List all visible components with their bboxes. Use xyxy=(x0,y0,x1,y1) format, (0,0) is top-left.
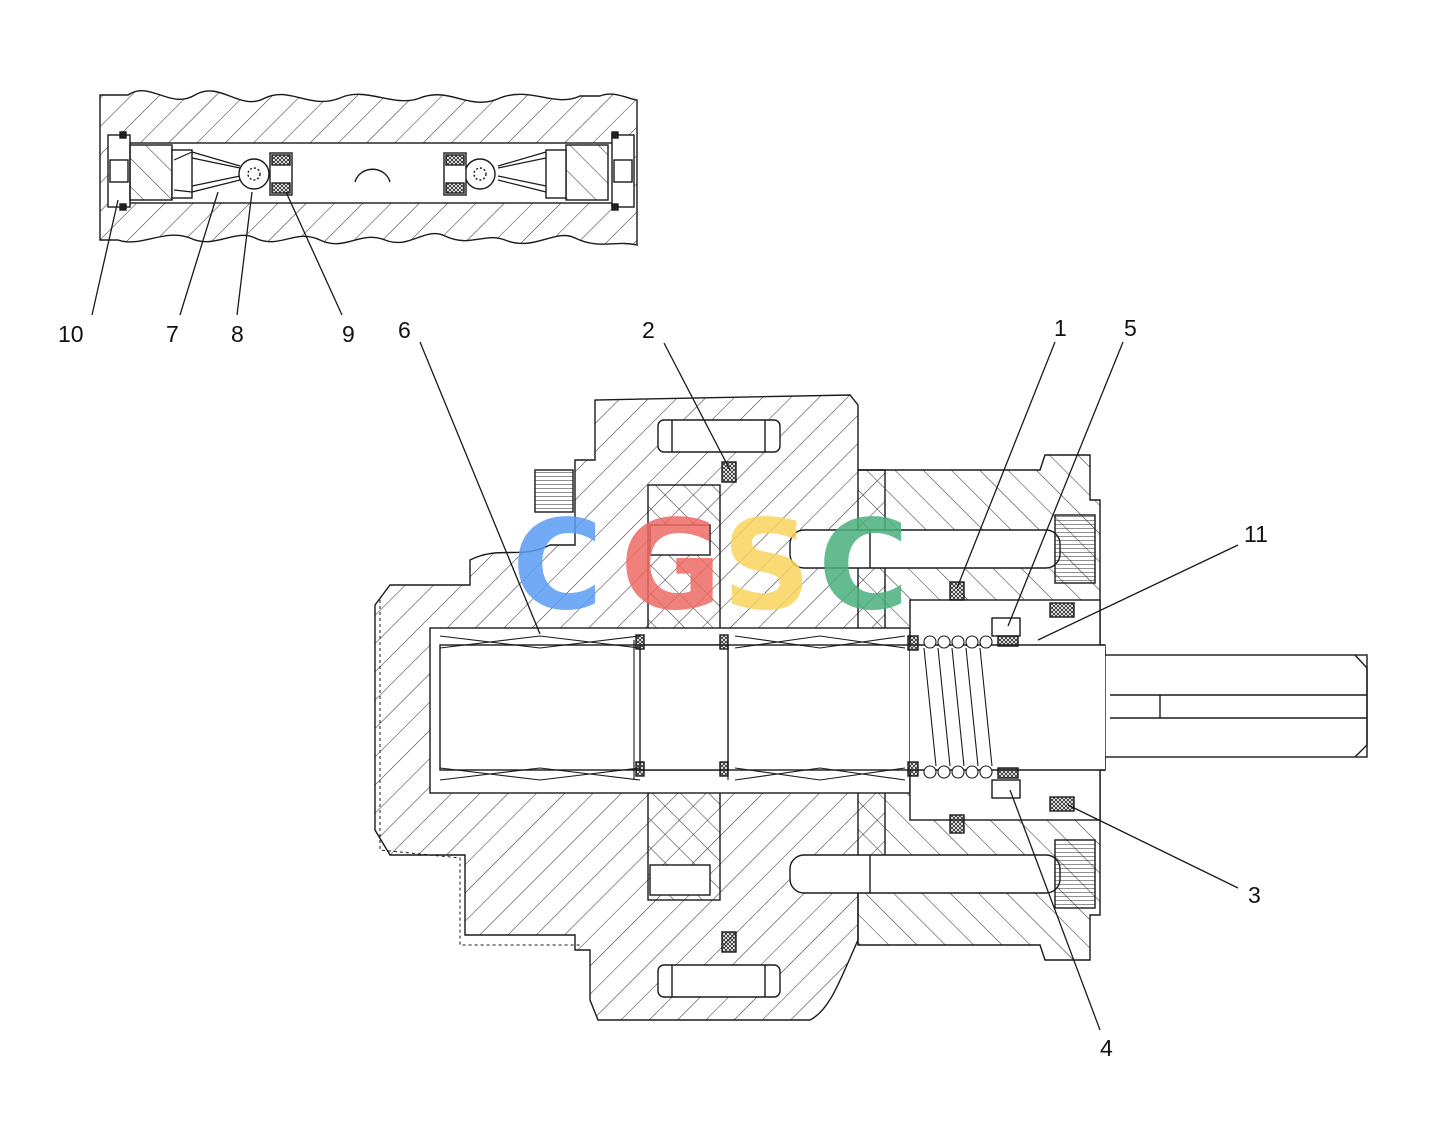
leader-2 xyxy=(663,342,731,471)
callout-7: 7 xyxy=(166,321,179,347)
watermark-letter-2: G xyxy=(620,494,722,638)
pump-main-section xyxy=(374,394,1368,1021)
callout-11: 11 xyxy=(1244,521,1268,547)
leader-3 xyxy=(1067,804,1239,889)
leader-8 xyxy=(236,191,253,316)
bolt-head-upper xyxy=(1054,514,1096,584)
callout-4: 4 xyxy=(1100,1035,1113,1061)
leader-6 xyxy=(419,341,541,635)
callout-labels: 10 7 8 9 6 2 1 5 11 3 4 xyxy=(58,315,1268,1061)
detail-ball-left xyxy=(238,158,270,190)
detail-spring-right xyxy=(497,151,547,193)
detail-seat-right xyxy=(565,144,609,201)
seal-ring-upper xyxy=(991,617,1021,637)
detail-ball-right xyxy=(464,158,496,190)
o-ring-bottom-plate xyxy=(721,931,737,953)
detail-groove xyxy=(354,168,391,183)
watermark-letter-1: C xyxy=(512,494,603,638)
callout-6: 6 xyxy=(398,317,411,343)
callout-8: 8 xyxy=(231,321,244,347)
callout-2: 2 xyxy=(642,317,655,343)
watermark-letter-3: S xyxy=(722,494,811,638)
dowel-bottom xyxy=(657,964,781,998)
bolt-head-lower xyxy=(1054,839,1096,909)
relief-valve-detail xyxy=(99,89,638,246)
casting-outline xyxy=(379,600,580,946)
o-ring-top-plate xyxy=(721,461,737,483)
watermark: C G S C xyxy=(512,494,909,638)
callout-3: 3 xyxy=(1248,882,1261,908)
dowel-top xyxy=(657,419,781,453)
leader-4 xyxy=(1009,789,1101,1031)
leader-10 xyxy=(91,199,119,316)
leader-9 xyxy=(285,191,343,316)
seal-ring-lower xyxy=(991,779,1021,799)
watermark-letter-4: C xyxy=(818,494,909,638)
leader-7 xyxy=(179,191,219,316)
shaft-extension xyxy=(1104,654,1368,758)
leader-lines xyxy=(91,191,1239,1031)
bolt-lower xyxy=(789,854,1061,894)
detail-spring-left xyxy=(173,151,241,193)
leader-5 xyxy=(1007,341,1124,627)
callout-5: 5 xyxy=(1124,315,1137,341)
seal-spring xyxy=(923,635,993,779)
callout-10: 10 xyxy=(58,321,84,347)
o-ring-upper xyxy=(949,581,965,601)
plug-rear xyxy=(534,469,574,513)
detail-seat-left xyxy=(129,144,173,201)
leader-1 xyxy=(956,341,1056,589)
leader-11 xyxy=(1037,544,1239,641)
callout-1: 1 xyxy=(1054,315,1067,341)
callout-9: 9 xyxy=(342,321,355,347)
o-ring-lower xyxy=(949,814,965,834)
